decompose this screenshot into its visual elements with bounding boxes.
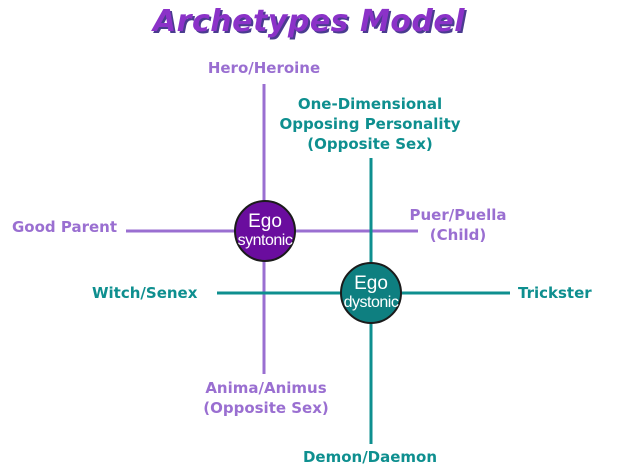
label-one-dimensional-line3: (Opposite Sex) <box>307 135 433 153</box>
ego-syntonic-node: Ego syntonic <box>234 200 296 262</box>
ego-dystonic-node: Ego dystonic <box>340 262 402 324</box>
label-anima-animus-line1: Anima/Animus <box>205 379 327 397</box>
label-anima-animus-line2: (Opposite Sex) <box>203 399 329 417</box>
label-trickster: Trickster <box>518 284 592 302</box>
label-one-dimensional: One-Dimensional Opposing Personality (Op… <box>270 94 470 154</box>
ego-dystonic-label-2: dystonic <box>343 294 399 311</box>
label-puer-puella-line1: Puer/Puella <box>409 206 507 224</box>
label-hero-heroine: Hero/Heroine <box>207 59 321 77</box>
label-puer-puella: Puer/Puella (Child) <box>396 205 520 245</box>
label-witch-senex: Witch/Senex <box>92 284 198 302</box>
ego-syntonic-label-2: syntonic <box>237 232 293 249</box>
label-one-dimensional-line1: One-Dimensional <box>297 95 443 113</box>
ego-syntonic-label-1: Ego <box>248 211 282 232</box>
diagram-title: Archetypes Model <box>152 4 466 39</box>
label-good-parent: Good Parent <box>12 218 118 236</box>
label-puer-puella-line2: (Child) <box>429 226 487 244</box>
label-anima-animus: Anima/Animus (Opposite Sex) <box>186 378 346 418</box>
ego-dystonic-label-1: Ego <box>354 273 388 294</box>
label-demon-daemon: Demon/Daemon <box>302 448 438 466</box>
label-one-dimensional-line2: Opposing Personality <box>279 115 461 133</box>
